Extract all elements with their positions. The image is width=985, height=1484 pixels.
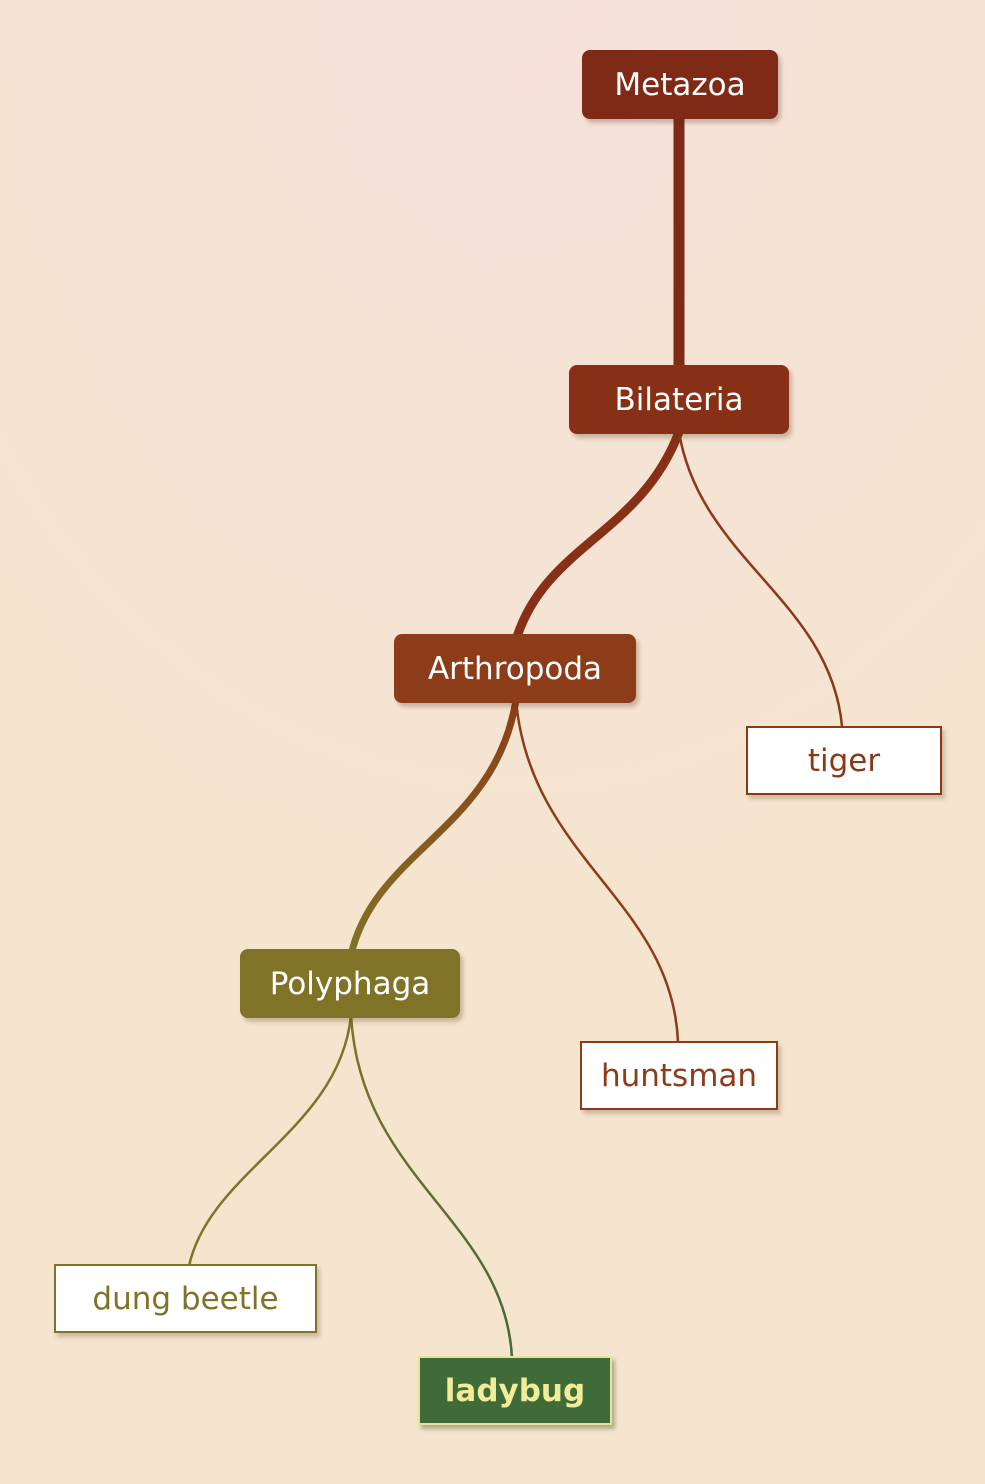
leaf-ladybug[interactable]: ladybug [418,1356,612,1425]
node-bilateria-label: Bilateria [614,381,744,418]
leaf-tiger-label: tiger [807,742,881,779]
node-metazoa-label: Metazoa [614,66,746,103]
node-polyphaga-label: Polyphaga [269,965,431,1002]
edge-arthropoda-polyphaga [347,696,520,959]
node-arthropoda[interactable]: Arthropoda [394,634,636,703]
leaf-huntsman-label: huntsman [600,1057,758,1094]
leaf-huntsman[interactable]: huntsman [580,1041,778,1110]
leaf-dung-beetle[interactable]: dung beetle [54,1264,317,1333]
node-bilateria[interactable]: Bilateria [569,365,789,434]
leaf-ladybug-label: ladybug [444,1372,586,1409]
edge-bilateria-arthropoda [511,427,684,645]
leaf-dung-beetle-label: dung beetle [92,1280,279,1317]
edge-polyphaga-dung-beetle [187,1014,353,1267]
edge-polyphaga-ladybug [349,1014,514,1359]
edge-arthropoda-huntsman [514,699,680,1043]
node-metazoa[interactable]: Metazoa [582,50,778,119]
edge-bilateria-tiger [677,431,844,727]
leaf-tiger[interactable]: tiger [746,726,942,795]
node-arthropoda-label: Arthropoda [427,650,603,687]
node-polyphaga[interactable]: Polyphaga [240,949,460,1018]
